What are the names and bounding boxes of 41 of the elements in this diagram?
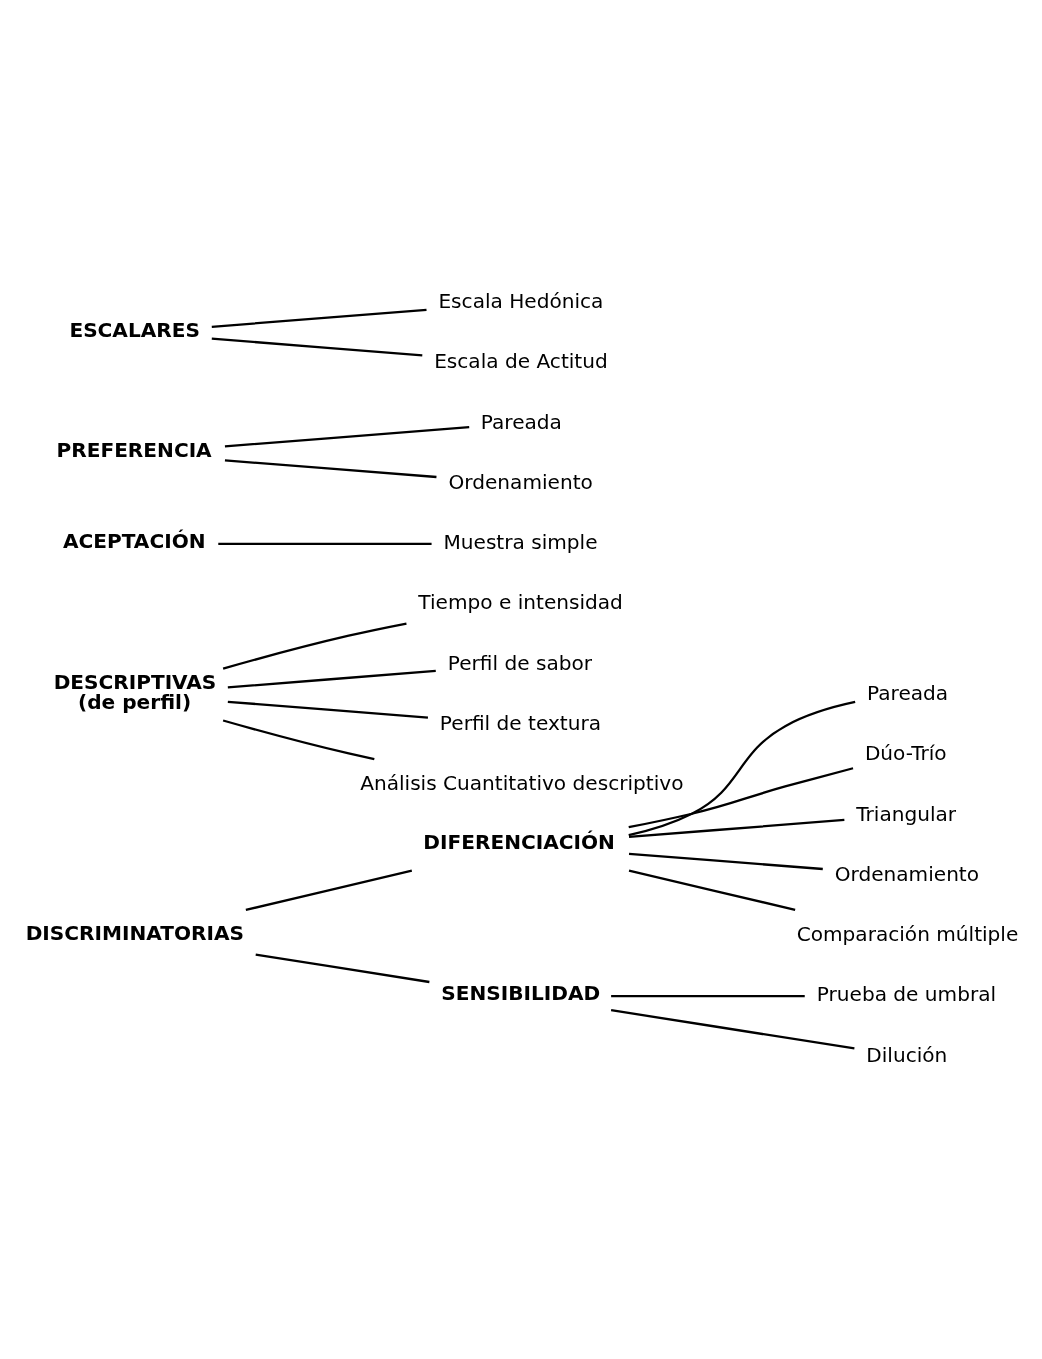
node-text: Dúo-Trío [864,741,947,766]
connector [211,308,427,328]
connector [211,337,423,357]
connector [227,669,436,689]
node-text: Ordenamiento [448,469,593,494]
connector [610,1009,855,1050]
node-text: Escala de Actitud [434,349,608,374]
node-text: Prueba de umbral [816,982,997,1007]
node-text: Ordenamiento [834,861,980,886]
node-text: Triangular [856,801,957,826]
node-text: Comparación múltiple [796,922,1019,947]
node-text: Perfil de sabor [447,650,593,675]
node-text: Pareada [867,680,949,705]
node-text: Escala Hedónica [438,288,604,313]
connector [628,700,856,837]
node-text: Perfil de textura [439,711,601,736]
connector [628,767,854,829]
node-text: PREFERENCIA [56,438,212,463]
node-text: DISCRIMINATORIAS [25,920,245,945]
node-text: Muestra simple [443,530,598,555]
connector [245,869,413,911]
connector [222,719,375,761]
node-text: DIFERENCIACIÓN [423,830,615,855]
connector [628,818,845,839]
connector [628,869,796,911]
node-text: Dilución [866,1042,948,1067]
node-text: ACEPTACIÓN [62,528,206,553]
connector [224,425,470,448]
connector [218,542,432,545]
node-text: ESCALARES [69,317,200,342]
node-text: Tiempo e intensidad [418,590,623,615]
node-text: Pareada [480,409,562,434]
node-text: SENSIBILIDAD [441,980,601,1005]
node-text: DESCRIPTIVAS (de perfil) [53,670,217,715]
connector [224,459,437,479]
connector [611,994,805,998]
connector [255,953,430,984]
connector [222,622,407,670]
node-text: Análisis Cuantitativo descriptivo [360,771,684,796]
connector [227,700,429,719]
connector [628,852,823,871]
